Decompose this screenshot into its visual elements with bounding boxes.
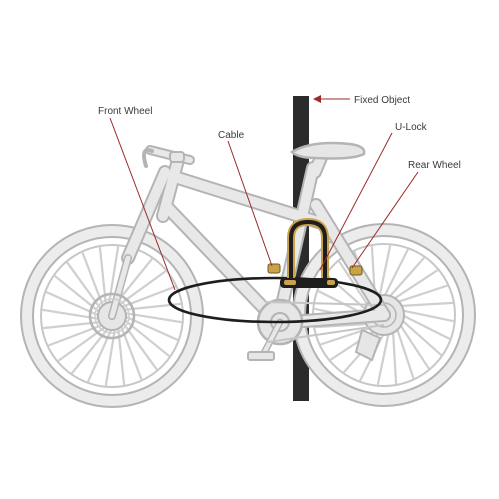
label-front-wheel: Front Wheel [98, 106, 152, 117]
spoke [376, 332, 390, 385]
u-lock [280, 217, 338, 288]
spoke [398, 323, 430, 370]
leader-front-wheel [109, 117, 176, 291]
handlebar [142, 145, 195, 168]
spoke [315, 322, 369, 329]
label-cable: Cable [218, 130, 245, 141]
spoke [400, 318, 443, 357]
saddle [289, 141, 366, 160]
label-u-lock: U-Lock [395, 122, 428, 133]
spoke [387, 256, 426, 299]
leader-rear-wheel [351, 171, 419, 269]
spoke [391, 330, 398, 384]
spoke [401, 314, 451, 340]
spoke [383, 248, 409, 298]
fixed-object-arrowhead [313, 95, 321, 103]
spoke [378, 245, 392, 298]
leader-lines [109, 98, 419, 291]
spoke [396, 284, 448, 304]
spoke [338, 260, 370, 307]
label-rear-wheel: Rear Wheel [408, 160, 461, 171]
spoke [395, 327, 415, 379]
leader-u-lock [319, 132, 393, 271]
spoke [392, 269, 439, 301]
spoke [401, 309, 454, 323]
label-fixed-object: Fixed Object [354, 95, 410, 106]
leader-cable [227, 140, 273, 267]
cable-connector [267, 263, 363, 276]
spoke [399, 301, 453, 308]
lock-cable [167, 276, 383, 324]
front-disc-rotor [88, 292, 136, 340]
